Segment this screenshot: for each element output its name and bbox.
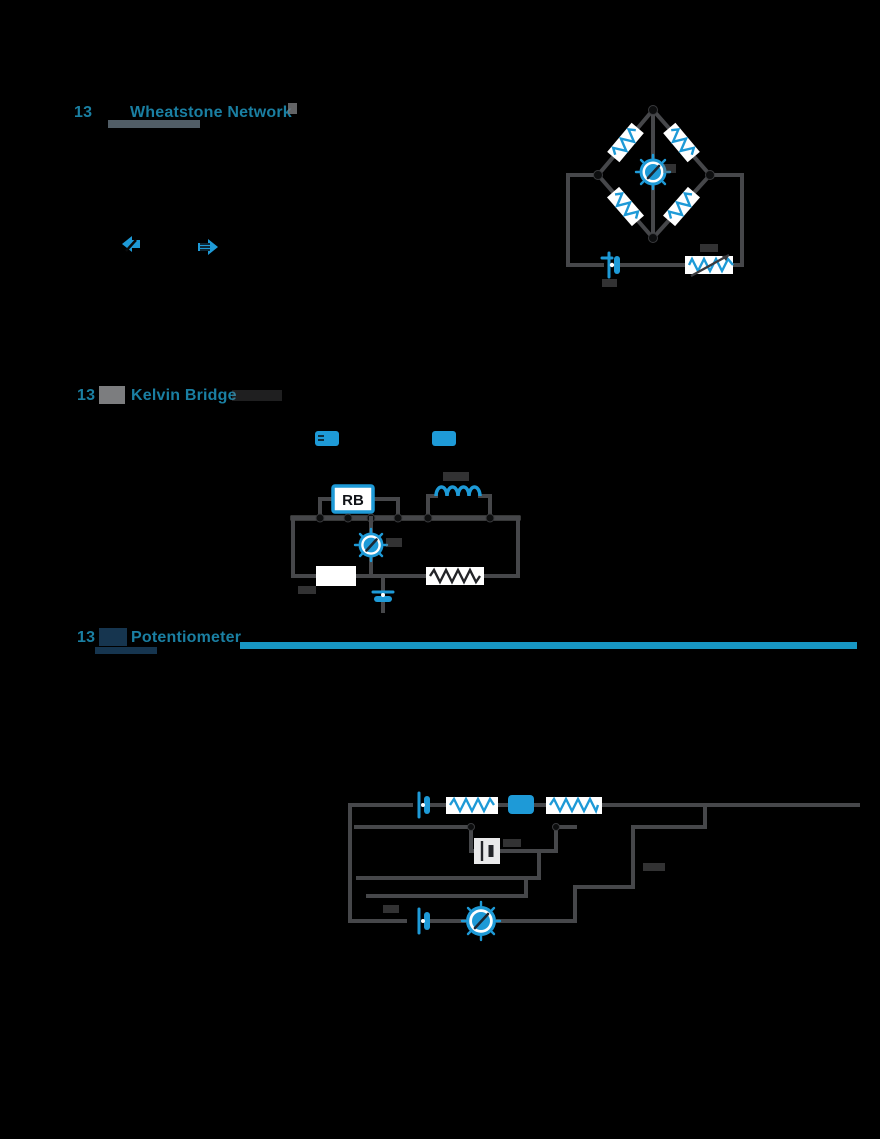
rheostat-icon (685, 253, 734, 278)
section2-number: 13 (77, 387, 96, 404)
junction-dot (648, 105, 658, 115)
junction-dot (393, 513, 403, 523)
outer-wires (291, 516, 520, 613)
section2-title: Kelvin Bridge (131, 387, 237, 404)
wheatstone-bridge-diagram (566, 105, 744, 287)
section1-footnote-mark (288, 103, 297, 114)
resistor-icon (662, 186, 701, 227)
junction-dot (343, 513, 353, 523)
term-badge-icon (432, 431, 456, 446)
label-smudge (503, 839, 521, 847)
coil-icon (434, 485, 482, 497)
junction-dot (315, 513, 325, 523)
label-smudge (443, 472, 469, 481)
inline-arrow-left-icon (122, 236, 140, 252)
inline-arrow-right-icon (198, 239, 218, 255)
resistor-icon (607, 122, 644, 163)
battery-icon (417, 791, 430, 819)
galvanometer-icon (634, 153, 672, 191)
term-badge-icon (508, 795, 534, 814)
label-smudge (602, 279, 617, 287)
section1-number-underline (108, 120, 200, 128)
section3-number: 13 (77, 629, 96, 646)
section2-heading-smudge (232, 390, 282, 401)
outer-loop-wires (566, 173, 744, 267)
galvanometer-icon (460, 900, 502, 942)
potentiometer-diagram (348, 791, 860, 942)
term-badge-icon (315, 431, 339, 446)
standard-cell-icon (474, 838, 500, 864)
label-smudge (298, 586, 316, 594)
kelvin-bridge-diagram: RB (290, 472, 521, 613)
junction-dot (593, 170, 603, 180)
label-smudge (386, 538, 402, 547)
section3-title: Potentiometer (131, 629, 242, 646)
battery-icon (417, 907, 430, 935)
junction-dot (552, 823, 560, 831)
section3-number-underline (95, 647, 157, 654)
galvanometer-icon (353, 527, 389, 563)
section3-divider-rule (240, 642, 857, 649)
label-smudge (383, 905, 399, 913)
junction-dot (648, 233, 658, 243)
middle-branch-wires (354, 825, 577, 898)
battery-icon (600, 251, 620, 279)
junction-dot (705, 170, 715, 180)
junction-dot (485, 513, 495, 523)
junction-dot (467, 823, 475, 831)
top-loop-wires (348, 803, 860, 923)
label-smudge (643, 863, 665, 871)
resistor-icon (546, 796, 602, 815)
right-return-wires (573, 803, 707, 923)
label-smudge (663, 164, 676, 173)
resistor-icon (446, 796, 498, 814)
section2-number-box (99, 386, 125, 404)
rb-label: RB (342, 492, 364, 509)
resistor-icon (426, 567, 484, 585)
junction-dot (423, 513, 433, 523)
resistor-icon (663, 122, 700, 163)
section1-title: Wheatstone Network (130, 104, 292, 121)
section1-number: 13 (74, 104, 93, 121)
section3-number-box (99, 628, 127, 646)
battery-icon (371, 590, 395, 602)
unknown-resistance-box (316, 566, 356, 586)
label-smudge (700, 244, 718, 252)
top-branch-wires (318, 494, 492, 520)
standard-resistor-box: RB (331, 484, 375, 514)
resistor-icon (606, 186, 645, 227)
